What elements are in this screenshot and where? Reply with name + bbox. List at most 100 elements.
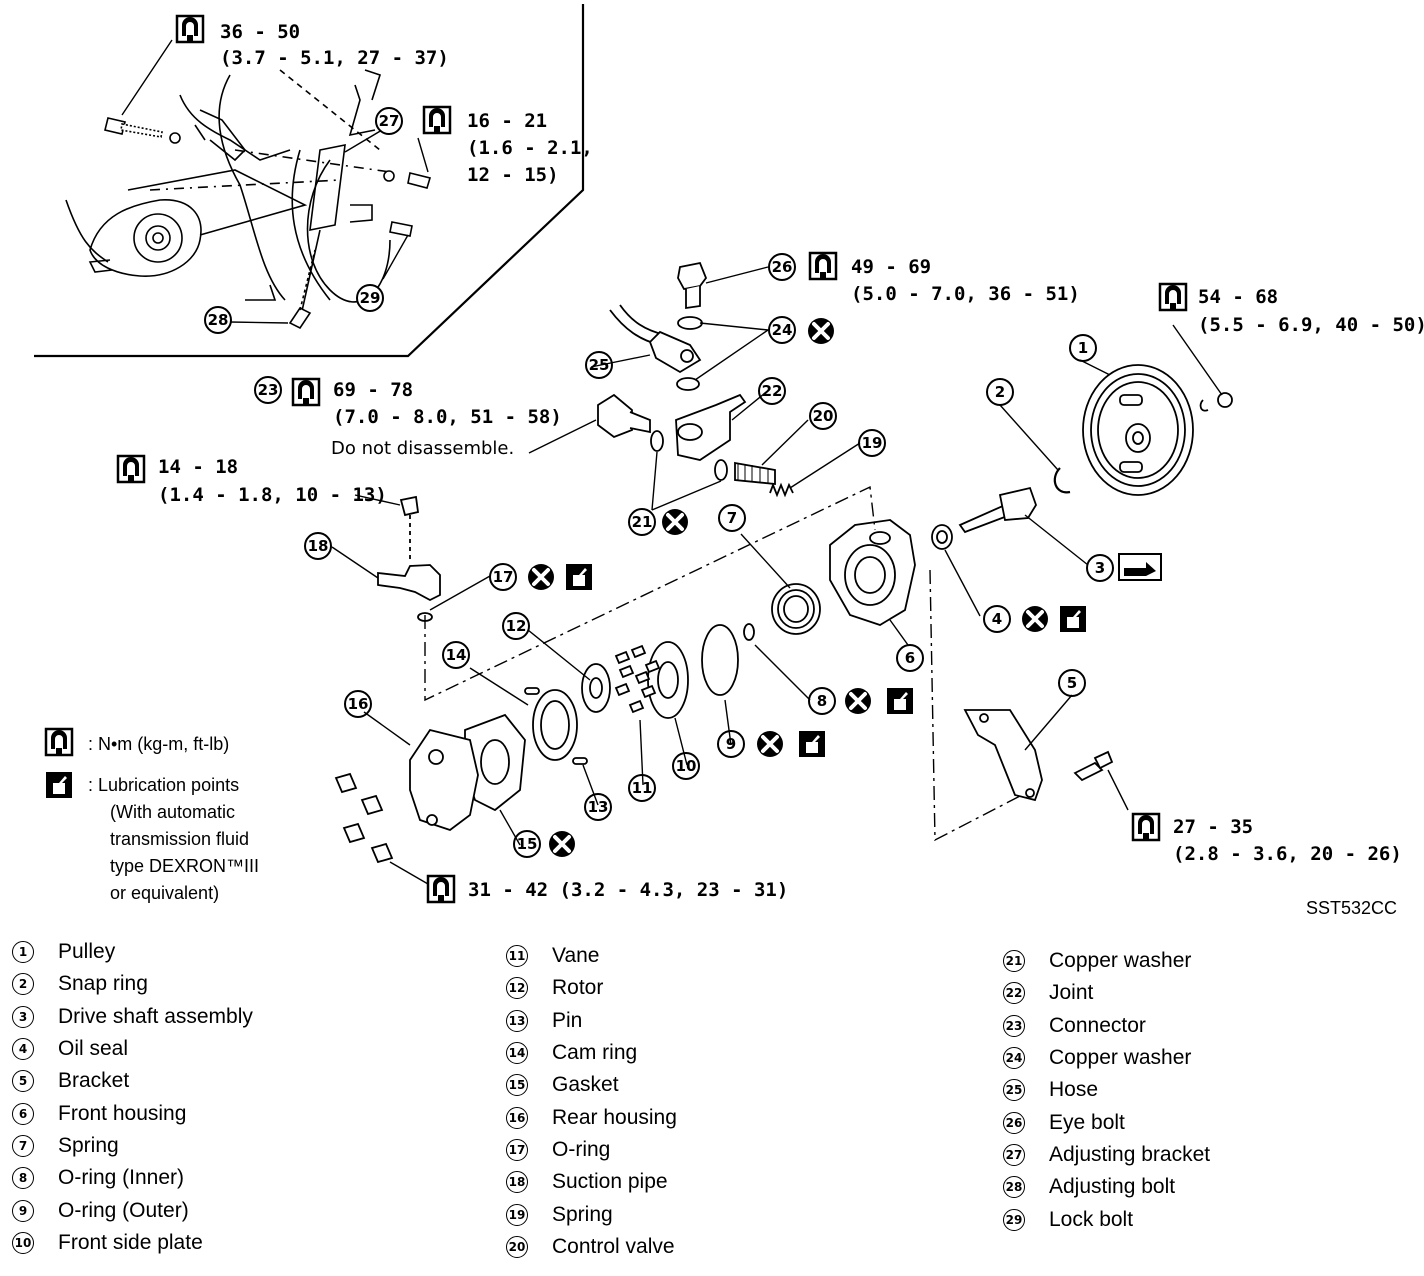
legend-item-label: Joint	[1049, 981, 1094, 1005]
legend-item-number: 21	[1003, 950, 1025, 973]
callout-number: 4	[992, 610, 1002, 628]
callout-number: 11	[632, 779, 653, 797]
lube-key-icon	[46, 772, 72, 798]
torque-spec-line: (5.5 - 6.9, 40 - 50)	[1198, 314, 1424, 336]
legend-item-number: 23	[1003, 1014, 1025, 1037]
torque-icon	[808, 251, 838, 281]
legend-item-number: 7	[12, 1134, 34, 1157]
callout-number: 3	[1095, 559, 1105, 577]
do-not-reuse-icon	[526, 562, 556, 592]
callout-number: 8	[817, 692, 827, 710]
main-leaders	[331, 266, 1223, 885]
legend-item-label: Eye bolt	[1049, 1110, 1125, 1134]
main-parts	[334, 261, 1233, 864]
legend-item: 12 Rotor	[506, 972, 677, 1004]
legend-item: 13 Pin	[506, 1005, 677, 1037]
legend-item-label: Hose	[1049, 1078, 1099, 1102]
do-not-reuse-icon	[806, 316, 836, 346]
callout-number: 24	[772, 321, 793, 339]
torque-spec-line: 31 - 42 (3.2 - 4.3, 23 - 31)	[468, 879, 788, 901]
lube-note-line: or equivalent)	[110, 883, 220, 903]
torque-spec-line: 14 - 18	[158, 456, 238, 478]
callout-number: 21	[632, 513, 653, 531]
figure-code: SST532CC	[1306, 898, 1398, 918]
torque-spec-line: 12 - 15)	[467, 164, 559, 186]
legend-item-number: 6	[12, 1102, 34, 1125]
legend-item-number: 11	[506, 945, 528, 968]
legend-item-number: 22	[1003, 982, 1025, 1005]
legend-item-number: 19	[506, 1203, 528, 1226]
legend-item-label: Adjusting bracket	[1049, 1142, 1211, 1166]
lube-note-line: transmission fluid	[110, 829, 250, 849]
legend-item: 15 Gasket	[506, 1069, 677, 1101]
torque-spec-line: (7.0 - 8.0, 51 - 58)	[333, 406, 562, 428]
callout-circle	[584, 793, 612, 821]
callout-number: 15	[517, 835, 538, 853]
legend-item-number: 10	[12, 1231, 34, 1254]
callout-circle	[758, 377, 786, 405]
torque-icon	[116, 454, 146, 484]
torque-spec-line: (1.4 - 1.8, 10 - 13)	[158, 484, 387, 506]
legend-item-number: 15	[506, 1074, 528, 1097]
legend-item-label: Cam ring	[552, 1041, 638, 1065]
legend-item-number: 18	[506, 1171, 528, 1194]
do-not-reuse-icon	[547, 829, 577, 859]
lube-note-line: (With automatic	[110, 802, 236, 822]
legend-item-number: 13	[506, 1009, 528, 1032]
do-not-reuse-icon	[755, 729, 785, 759]
legend-item-label: Pin	[552, 1008, 583, 1032]
torque-texts: 36 - 50 (3.7 - 5.1, 27 - 37) 16 - 21 (1.…	[158, 21, 1424, 901]
legend-item-label: Vane	[552, 944, 600, 968]
callout-circle	[896, 644, 924, 672]
legend-item-label: Rotor	[552, 976, 604, 1000]
legend-item-number: 28	[1003, 1176, 1025, 1199]
torque-icon	[426, 874, 456, 904]
callout-circle	[672, 752, 700, 780]
callout-number: 23	[258, 381, 279, 399]
legend-item-number: 24	[1003, 1047, 1025, 1070]
callout-circle	[768, 253, 796, 281]
callout-circle	[304, 532, 332, 560]
torque-icon	[175, 14, 205, 44]
do-not-reuse-icon	[660, 507, 690, 537]
legend-item-label: Gasket	[552, 1073, 619, 1097]
callout-number: 10	[676, 757, 697, 775]
torque-spec-line: (3.7 - 5.1, 27 - 37)	[220, 47, 449, 69]
legend-item-label: Copper washer	[1049, 1046, 1192, 1070]
torque-spec-line: 69 - 78	[333, 379, 413, 401]
legend-item-label: Oil seal	[58, 1037, 129, 1061]
legend-item-label: Front housing	[58, 1101, 187, 1125]
legend-item-number: 12	[506, 977, 528, 1000]
lube-icon	[887, 688, 913, 714]
callout-number: 13	[588, 798, 609, 816]
torque-icon	[1158, 282, 1188, 312]
legend-item-number: 9	[12, 1199, 34, 1222]
callout-number: 20	[813, 407, 834, 425]
legend-item-label: Control valve	[552, 1234, 675, 1258]
callout-circle	[718, 504, 746, 532]
legend-item-label: O-ring (Inner)	[58, 1166, 185, 1190]
callout-number: 1	[1078, 339, 1088, 357]
callout-number: 7	[727, 509, 737, 527]
callout-circle	[983, 605, 1011, 633]
torque-spec-line: 16 - 21	[467, 110, 547, 132]
callout-circle	[628, 508, 656, 536]
callout-number: 6	[905, 649, 915, 667]
torque-key-icon	[44, 727, 74, 757]
legend-item-number: 17	[506, 1138, 528, 1161]
